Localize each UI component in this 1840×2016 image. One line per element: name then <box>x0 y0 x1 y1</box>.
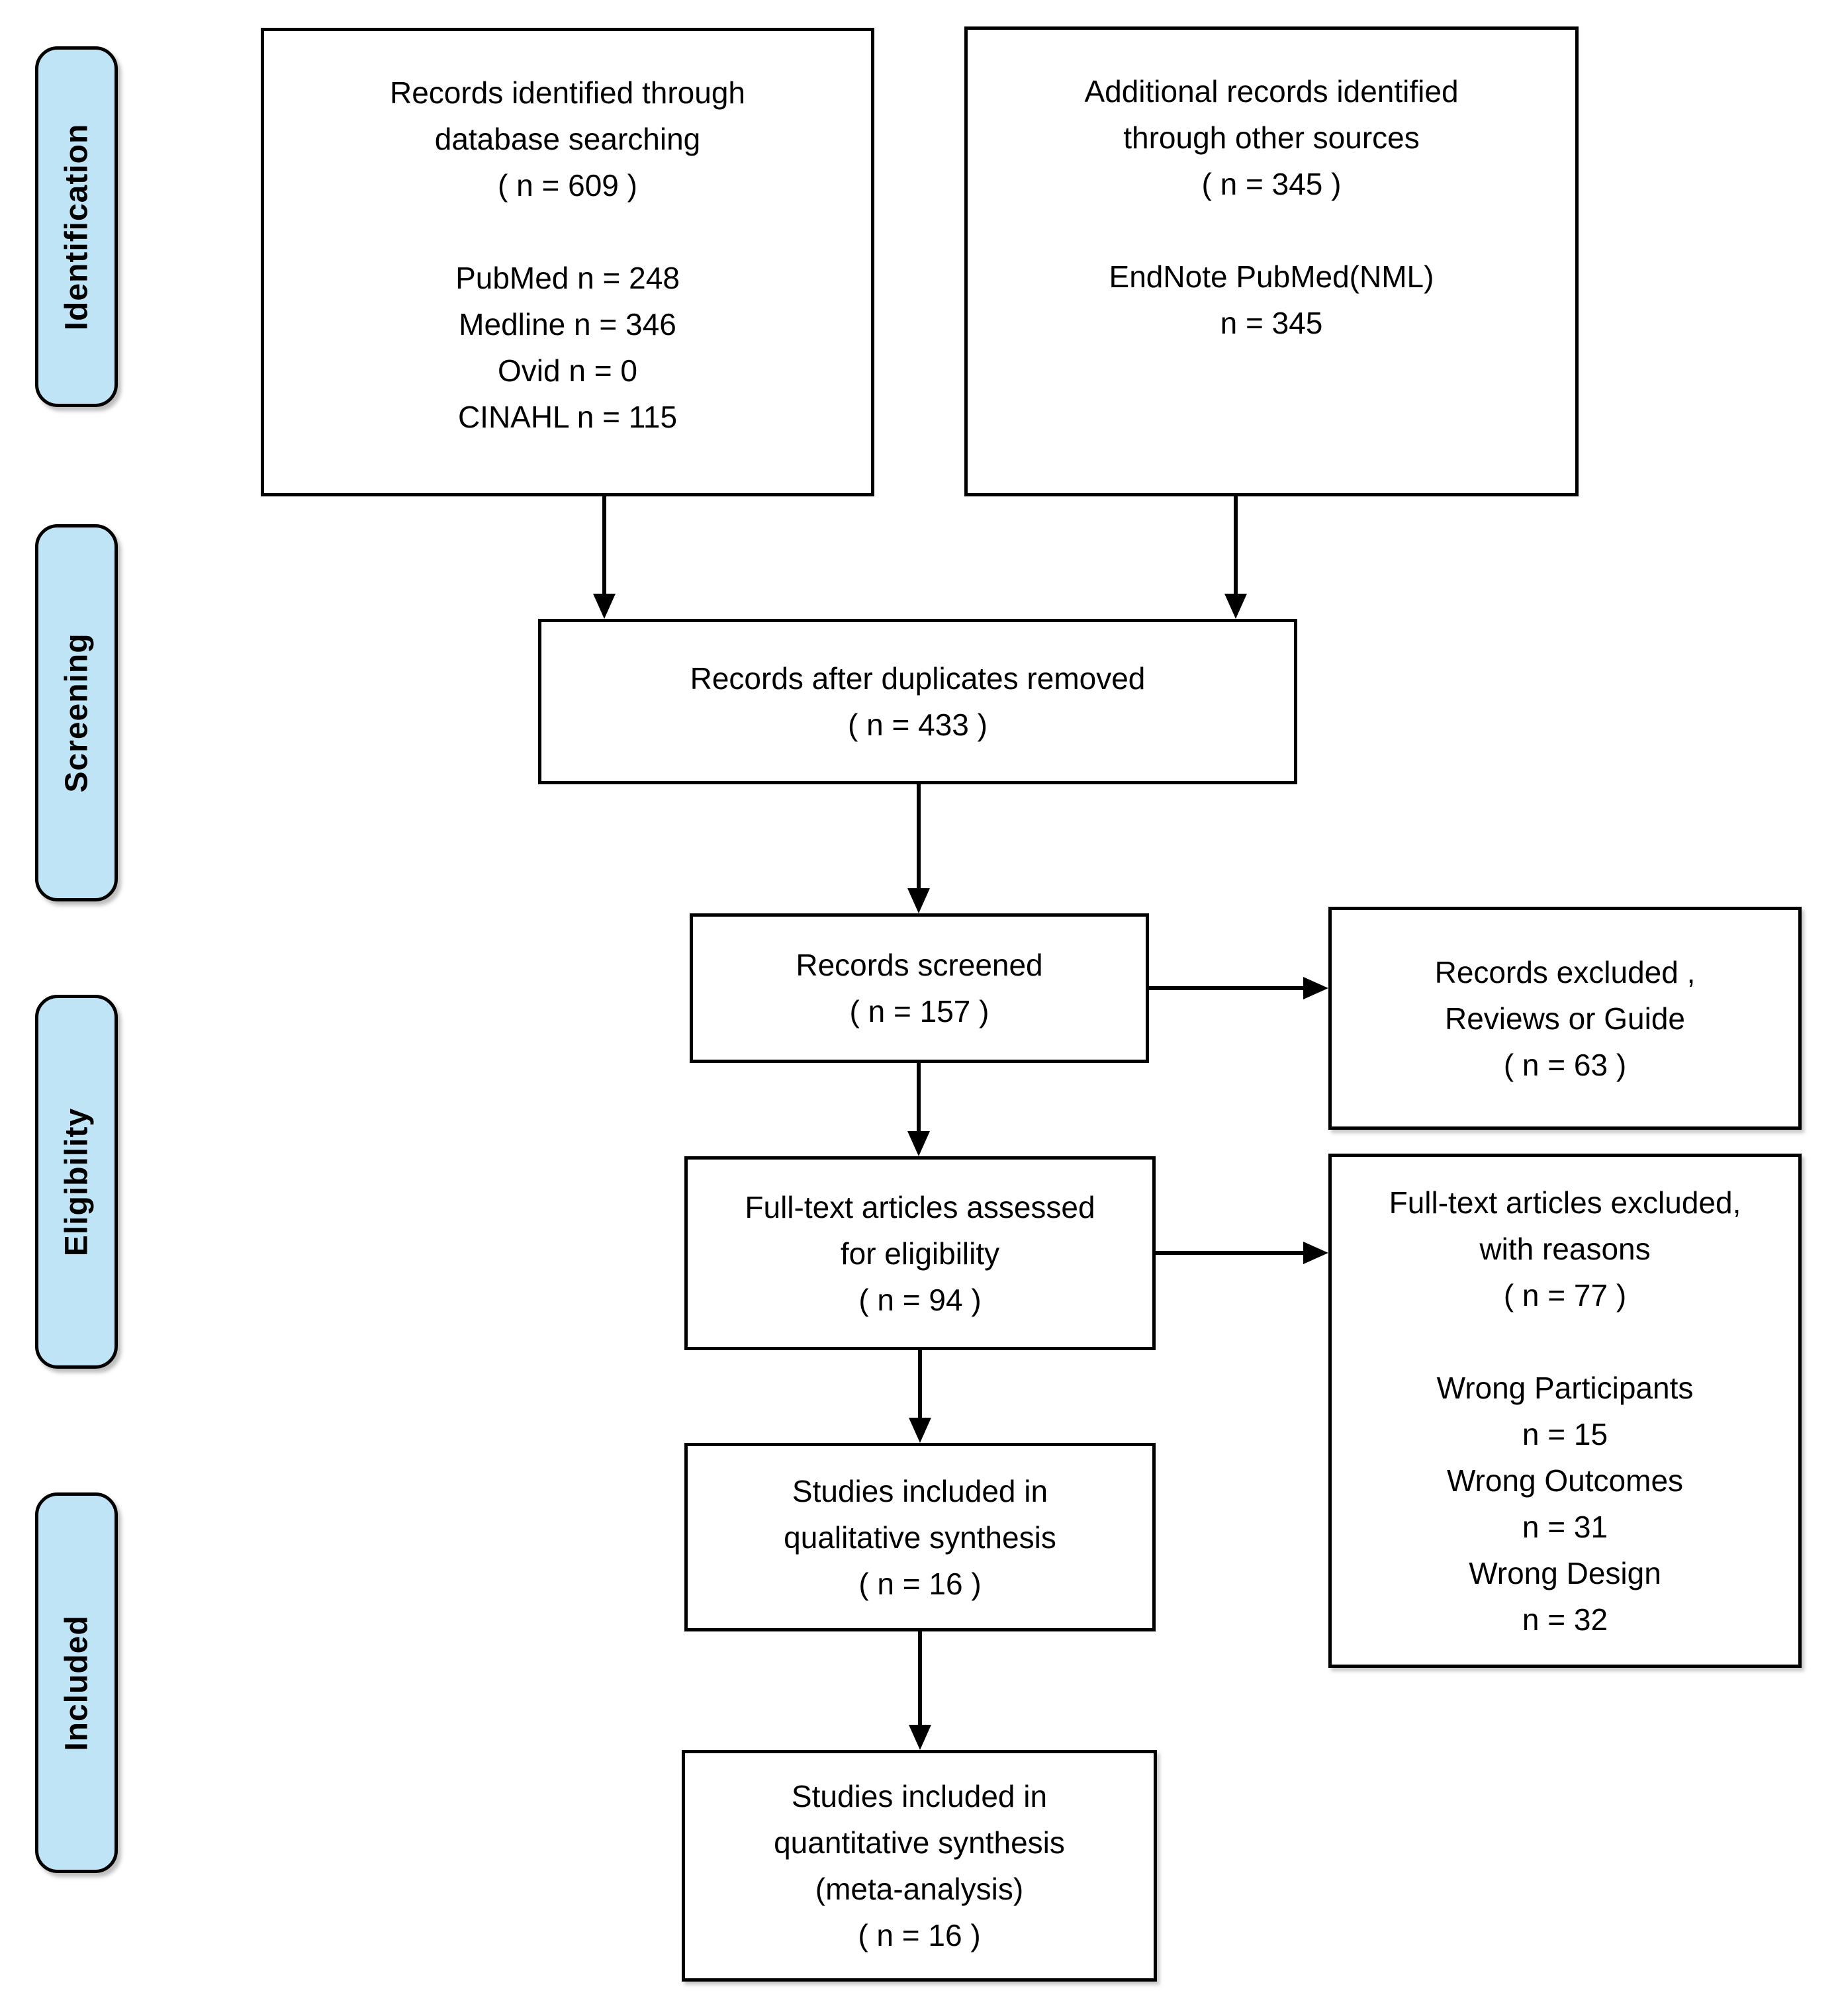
text-line: ( n = 63 ) <box>1503 1047 1627 1082</box>
arrow-head-right-icon <box>1303 1242 1328 1264</box>
arrow-head-down-icon <box>907 888 930 913</box>
box-records-identified: Records identified through database searc… <box>261 28 874 496</box>
stage-label-eligibility-text: Eligibility <box>59 1107 94 1256</box>
stage-label-identification: Identification <box>35 46 118 407</box>
box-records-screened: Records screened ( n = 157 ) <box>690 913 1149 1063</box>
arrow-head-down-icon <box>909 1418 931 1443</box>
arrow-additional-to-duplicates <box>1224 496 1247 619</box>
text-line: ( n = 609 ) <box>498 168 637 203</box>
text-line: ( n = 345 ) <box>1201 167 1342 201</box>
arrow-identified-to-duplicates <box>593 496 616 619</box>
text-line: n = 31 <box>1522 1509 1608 1544</box>
box-fulltext-excluded: Full-text articles excluded, with reasons… <box>1328 1154 1802 1668</box>
text-line: n = 32 <box>1522 1602 1608 1637</box>
stage-label-screening-text: Screening <box>59 633 94 793</box>
arrow-shaft <box>918 1631 922 1726</box>
stage-label-included: Included <box>35 1492 118 1873</box>
text-line: ( n = 94 ) <box>858 1282 982 1317</box>
box-additional-records: Additional records identified through oth… <box>964 26 1579 496</box>
text-line: ( n = 16 ) <box>858 1918 981 1952</box>
arrow-head-down-icon <box>1224 594 1247 619</box>
text-line: ( n = 157 ) <box>849 994 989 1029</box>
arrow-head-down-icon <box>909 1725 931 1750</box>
text-line: EndNote PubMed(NML) <box>1109 259 1434 294</box>
text-line: Wrong Outcomes <box>1446 1463 1684 1498</box>
text-line: PubMed n = 248 <box>455 261 680 295</box>
text-line: Wrong Design <box>1469 1555 1661 1590</box>
text-line: ( n = 16 ) <box>858 1566 982 1601</box>
text-line: Reviews or Guide <box>1444 1001 1686 1036</box>
text-line: CINAHL n = 115 <box>457 400 678 434</box>
text-line: ( n = 433 ) <box>848 708 988 742</box>
text-line: Additional records identified <box>1084 74 1459 109</box>
text-line: database searching <box>434 122 701 156</box>
text-line: (meta-analysis) <box>815 1872 1024 1906</box>
text-line: n = 15 <box>1522 1416 1608 1451</box>
arrow-shaft <box>1156 1251 1305 1255</box>
text-line: Records identified through <box>390 75 745 110</box>
text-line: Records screened <box>796 948 1043 982</box>
text-line: with reasons <box>1479 1231 1651 1266</box>
stage-label-eligibility: Eligibility <box>35 995 118 1369</box>
stage-label-included-text: Included <box>59 1614 94 1751</box>
text-line: Records excluded , <box>1434 954 1696 989</box>
box-fulltext-assessed: Full-text articles assessed for eligibili… <box>684 1156 1156 1350</box>
text-line: qualitative synthesis <box>784 1520 1056 1555</box>
arrow-head-down-icon <box>593 594 616 619</box>
text-line: Full-text articles excluded, <box>1389 1185 1741 1220</box>
text-line: Full-text articles assessed <box>745 1189 1095 1224</box>
arrow-shaft <box>1149 986 1305 990</box>
arrow-fulltext-to-qualitative <box>909 1350 931 1443</box>
arrow-shaft <box>1234 496 1238 595</box>
arrow-shaft <box>602 496 606 595</box>
text-line: Wrong Participants <box>1436 1370 1694 1405</box>
arrow-shaft <box>917 1063 921 1132</box>
box-duplicates-removed: Records after duplicates removed ( n = 43… <box>538 619 1297 784</box>
arrow-duplicates-to-screened <box>907 784 930 913</box>
box-records-excluded: Records excluded , Reviews or Guide ( n = … <box>1328 907 1802 1130</box>
arrow-head-right-icon <box>1303 977 1328 999</box>
arrow-shaft <box>917 784 921 890</box>
stage-label-identification-text: Identification <box>59 123 94 330</box>
text-line: Records after duplicates removed <box>690 661 1146 696</box>
arrow-head-down-icon <box>907 1131 930 1156</box>
text-line: ( n = 77 ) <box>1503 1277 1627 1312</box>
stage-label-screening: Screening <box>35 524 118 901</box>
text-line: Medline n = 346 <box>459 307 676 342</box>
box-quantitative-synthesis: Studies included in quantitative synthesi… <box>682 1750 1157 1982</box>
arrow-screened-to-fulltext <box>907 1063 930 1156</box>
text-line: n = 345 <box>1220 306 1323 340</box>
arrow-fulltext-to-excluded <box>1156 1242 1328 1264</box>
text-line: Ovid n = 0 <box>498 353 637 388</box>
text-line: through other sources <box>1123 120 1420 155</box>
arrow-qualitative-to-quantitative <box>909 1631 931 1750</box>
text-line: Studies included in <box>791 1779 1048 1813</box>
text-line: Studies included in <box>792 1473 1048 1508</box>
text-line: for eligibility <box>840 1236 1000 1271</box>
arrow-shaft <box>918 1350 922 1419</box>
box-qualitative-synthesis: Studies included in qualitative synthesis… <box>684 1443 1156 1631</box>
arrow-screened-to-excluded <box>1149 977 1328 999</box>
text-line: quantitative synthesis <box>774 1825 1065 1860</box>
